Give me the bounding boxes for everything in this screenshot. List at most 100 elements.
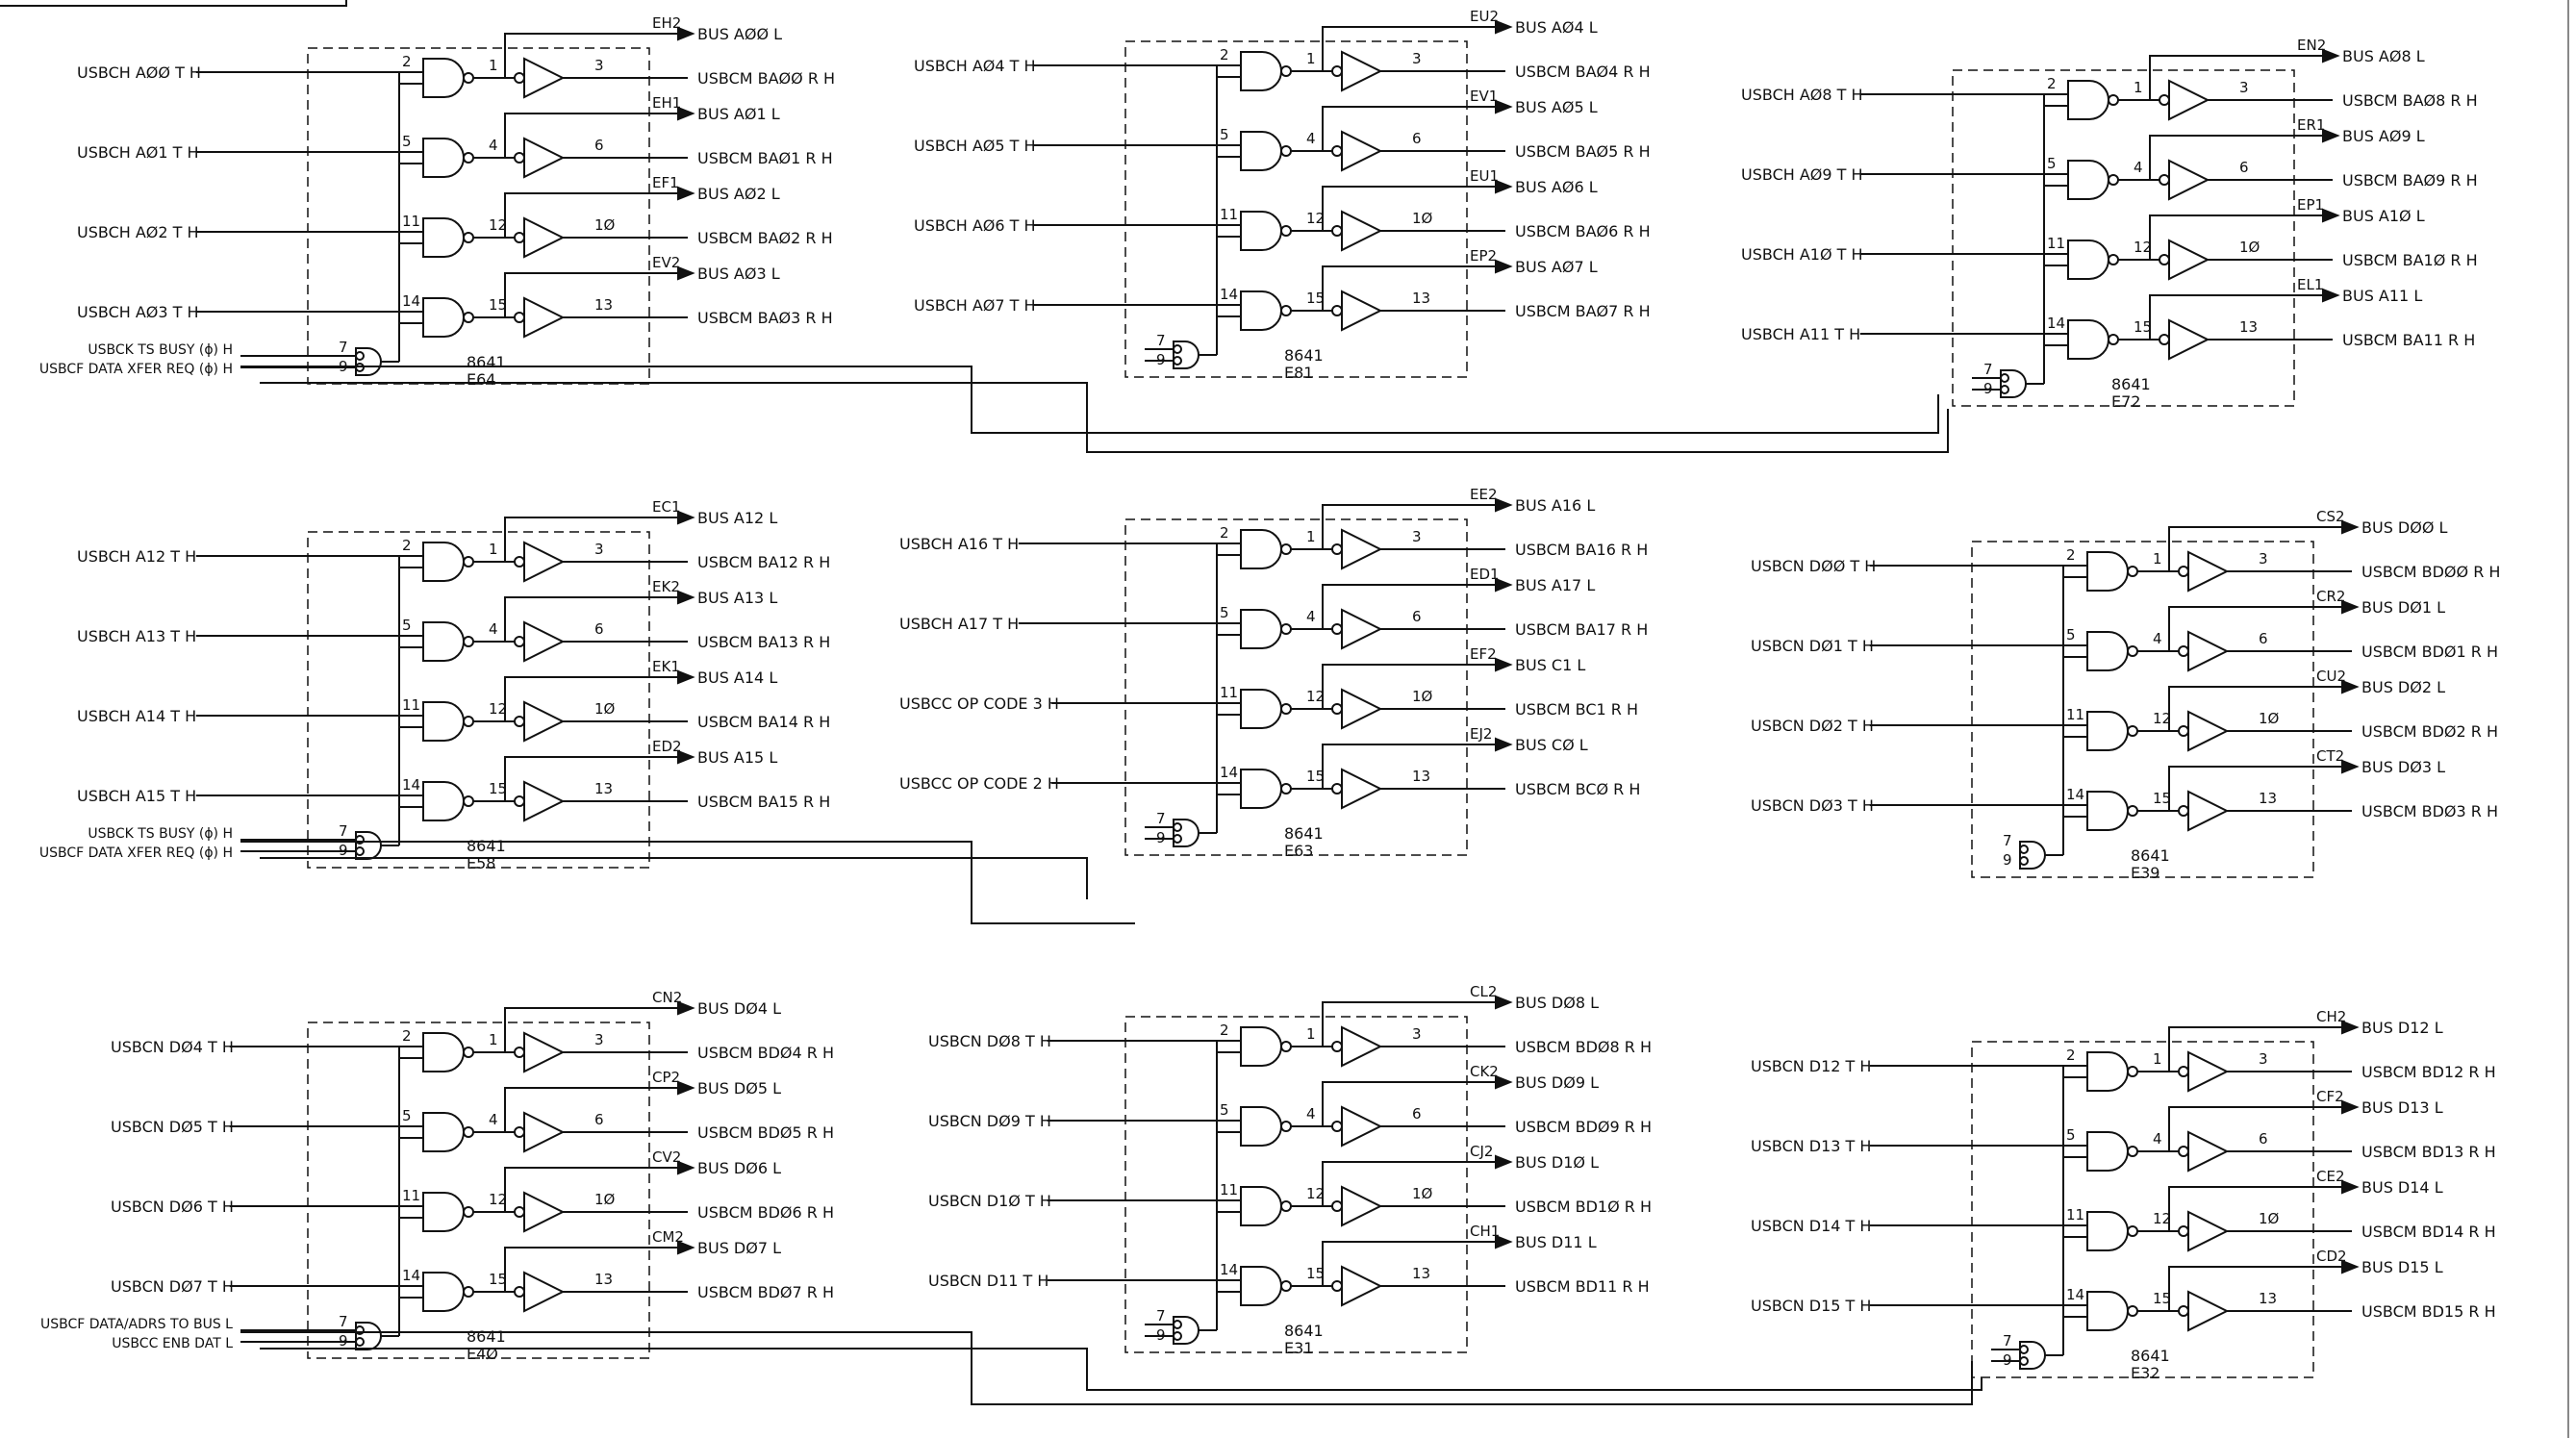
inversion-bubble	[2159, 334, 2170, 345]
control-signal-label: USBCF DATA XFER REQ (ɸ) H	[39, 362, 233, 377]
output-signal-label: USBCM BAØ9 R H	[2342, 171, 2478, 189]
input-signal-label: USBCH AØ3 T H	[77, 303, 199, 321]
bus-arrow-icon	[677, 186, 695, 201]
nand-gate	[2086, 1211, 2129, 1251]
nand-gate	[2067, 240, 2109, 280]
inverter	[2187, 710, 2230, 752]
pin-number: 7	[2003, 832, 2012, 849]
inversion-bubble	[2178, 1305, 2189, 1317]
pin-number: 5	[2047, 155, 2057, 172]
inversion-bubble	[1280, 703, 1292, 715]
bus-arrow-icon	[2341, 1020, 2360, 1035]
inverter	[1341, 688, 1383, 730]
inversion-bubble	[514, 1126, 525, 1138]
bus-arrow-icon	[677, 265, 695, 281]
input-signal-label: USBCN DØ6 T H	[111, 1198, 234, 1216]
output-signal-label: USBCM BDØ6 R H	[697, 1203, 834, 1222]
inversion-bubble	[463, 1286, 474, 1298]
pin-number: 1	[1306, 1025, 1316, 1043]
pin-number: 2	[402, 53, 412, 70]
nand-gate	[422, 217, 465, 258]
bus-tap	[504, 517, 678, 562]
pin-number: 14	[1220, 286, 1238, 303]
input-signal-label: USBCN DØ7 T H	[111, 1277, 234, 1296]
pin-number: 3	[594, 1031, 604, 1048]
chip-reference: E32	[2131, 1364, 2159, 1382]
inverter	[1341, 608, 1383, 650]
inversion-bubble	[463, 232, 474, 243]
bus-arrow-icon	[677, 1000, 695, 1016]
pin-number: 6	[2239, 159, 2249, 176]
bus-arrow-icon	[2341, 1179, 2360, 1195]
chip-reference: E31	[1284, 1339, 1313, 1357]
inversion-bubble	[1331, 65, 1343, 77]
bus-signal-label: BUS DØ3 L	[2361, 758, 2445, 776]
bus-arrow-icon	[1495, 577, 1513, 593]
pin-number: 1Ø	[2259, 710, 2280, 727]
bus-signal-label: BUS AØ8 L	[2342, 47, 2425, 65]
inversion-bubble	[2178, 725, 2189, 737]
inversion-bubble	[2000, 373, 2009, 383]
input-signal-label: USBCN D1Ø T H	[928, 1192, 1051, 1210]
nand-gate	[1240, 211, 1282, 251]
pin-number: 5	[402, 133, 412, 150]
nand-gate	[1240, 1266, 1282, 1306]
bus-signal-label: BUS AØ7 L	[1515, 258, 1598, 276]
inverter	[1341, 130, 1383, 172]
input-signal-label: USBCN D14 T H	[1751, 1217, 1871, 1235]
net-reference: EN2	[2297, 37, 2326, 54]
output-signal-label: USBCM BAØ4 R H	[1515, 63, 1651, 81]
bus-signal-label: BUS DØ5 L	[697, 1079, 781, 1097]
nand-gate	[2067, 319, 2109, 360]
inversion-bubble	[1173, 1320, 1182, 1329]
pin-number: 6	[2259, 630, 2268, 647]
inverter	[523, 137, 566, 179]
pin-number: 1	[2153, 1050, 2162, 1068]
pin-number: 7	[1156, 1307, 1166, 1324]
output-signal-label: USBCM BA15 R H	[697, 793, 830, 811]
nand-gate	[1240, 529, 1282, 569]
bus-tap	[1322, 1161, 1496, 1206]
bus-tap	[2168, 1106, 2342, 1151]
bus-tap	[504, 596, 678, 642]
pin-number: 15	[1306, 768, 1325, 785]
output-signal-label: USBCM BAØ7 R H	[1515, 302, 1651, 320]
nand-gate	[1240, 769, 1282, 809]
pin-number: 3	[1412, 50, 1422, 67]
bus-tap	[504, 1167, 678, 1212]
input-signal-label: USBCH A16 T H	[899, 535, 1019, 553]
pin-number: 1	[2134, 79, 2143, 96]
inverter	[1341, 210, 1383, 252]
net-reference: EP2	[1470, 247, 1497, 265]
pin-number: 14	[1220, 764, 1238, 781]
input-signal-label: USBCH AØ2 T H	[77, 223, 199, 241]
pin-number: 15	[489, 1271, 507, 1288]
pin-number: 14	[402, 776, 420, 794]
pin-number: 14	[2047, 315, 2065, 332]
chip-type: 8641	[467, 837, 506, 855]
pin-number: 3	[594, 541, 604, 558]
pin-number: 14	[402, 292, 420, 310]
pin-number: 1	[2153, 550, 2162, 568]
inverter	[1341, 290, 1383, 332]
inverter	[2187, 630, 2230, 672]
chip-type: 8641	[1284, 824, 1324, 843]
pin-number: 1	[489, 57, 498, 74]
input-signal-label: USBCH AØ5 T H	[914, 137, 1036, 155]
inversion-bubble	[2000, 385, 2009, 394]
inversion-bubble	[2159, 174, 2170, 186]
pin-number: 6	[594, 1111, 604, 1128]
pin-number: 3	[1412, 528, 1422, 545]
inversion-bubble	[1331, 1121, 1343, 1132]
bus-signal-label: BUS AØ5 L	[1515, 98, 1598, 116]
output-signal-label: USBCM BDØ5 R H	[697, 1123, 834, 1142]
nand-gate	[1240, 689, 1282, 729]
shared-enable-rail	[240, 841, 1135, 924]
bus-arrow-icon	[677, 749, 695, 765]
net-reference: EK2	[652, 578, 680, 595]
inversion-bubble	[2178, 1225, 2189, 1237]
inversion-bubble	[2159, 254, 2170, 265]
